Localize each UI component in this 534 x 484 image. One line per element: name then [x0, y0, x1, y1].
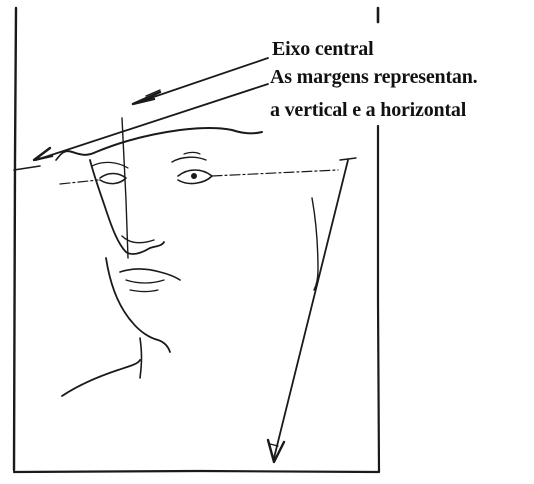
- lower-lip: [126, 280, 164, 283]
- cheek-contour: [312, 198, 318, 290]
- central-axis-arrowhead: [133, 92, 160, 104]
- chin-drop: [140, 338, 142, 378]
- margins-line-arrowhead: [34, 148, 52, 160]
- label-central-axis: Eixo central: [272, 38, 373, 61]
- lip-shadow: [130, 290, 158, 292]
- label-margins-line2: a vertical e a horizontal: [270, 99, 466, 122]
- downward-arrow-line: [274, 160, 348, 458]
- central-axis-line: [133, 58, 268, 104]
- frame-left-edge: [14, 8, 16, 470]
- frame-left-tick: [14, 166, 40, 170]
- neck-line: [62, 360, 140, 396]
- face-profile: [62, 160, 180, 396]
- left-eye: [100, 174, 126, 184]
- frame-right-edge: [378, 126, 379, 472]
- upper-lip: [120, 269, 180, 280]
- right-eyebrow: [172, 157, 206, 162]
- eyes: [92, 153, 212, 184]
- right-eye-pupil: [191, 173, 197, 179]
- downward-arrow: [268, 160, 348, 462]
- label-margins-line1: As margens representan.: [270, 66, 477, 89]
- left-eyebrow: [92, 162, 128, 168]
- frame-bottom-edge: [14, 471, 378, 472]
- right-eyebrow-shade: [184, 153, 200, 155]
- central-axis-arrow: [133, 58, 268, 104]
